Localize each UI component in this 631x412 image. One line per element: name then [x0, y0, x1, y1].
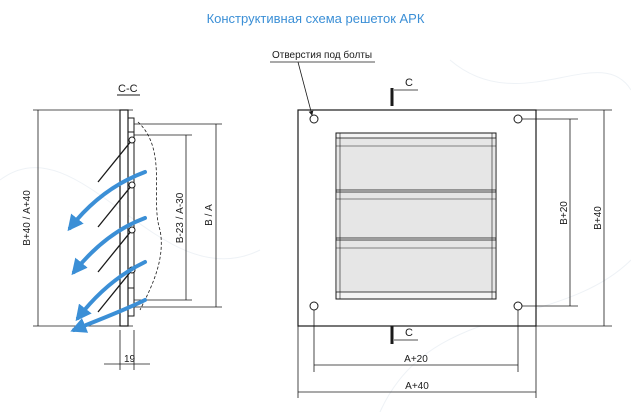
cut-mark-bottom-label: С: [405, 327, 413, 339]
bolt-holes-label: Отверстия под болты: [272, 49, 372, 61]
bolt-hole: [513, 301, 523, 311]
dim-b23-a30-label: В-23 / А-30: [175, 192, 186, 243]
section-view: [33, 94, 222, 370]
dim-a20-label: А+20: [404, 354, 428, 365]
dim-19-label: 19: [124, 354, 136, 365]
dim-a40-label: А+40: [405, 381, 429, 392]
diagram-title: Конструктивная схема решеток АРК: [206, 11, 425, 26]
bolt-hole: [309, 301, 319, 311]
airflow-arrows: [67, 170, 147, 333]
cut-mark-top-label: С: [405, 77, 413, 89]
dim-b20-label: В+20: [559, 201, 570, 225]
section-label: С-С: [118, 83, 138, 95]
dim-b40-right-label: В+40: [593, 206, 604, 230]
dim-b-a-label: В / А: [204, 204, 215, 226]
bolt-hole: [513, 114, 523, 124]
dim-b40-a40-left-label: В+40 / А+40: [22, 190, 33, 246]
front-view: [270, 61, 612, 398]
bolt-hole: [309, 114, 319, 124]
